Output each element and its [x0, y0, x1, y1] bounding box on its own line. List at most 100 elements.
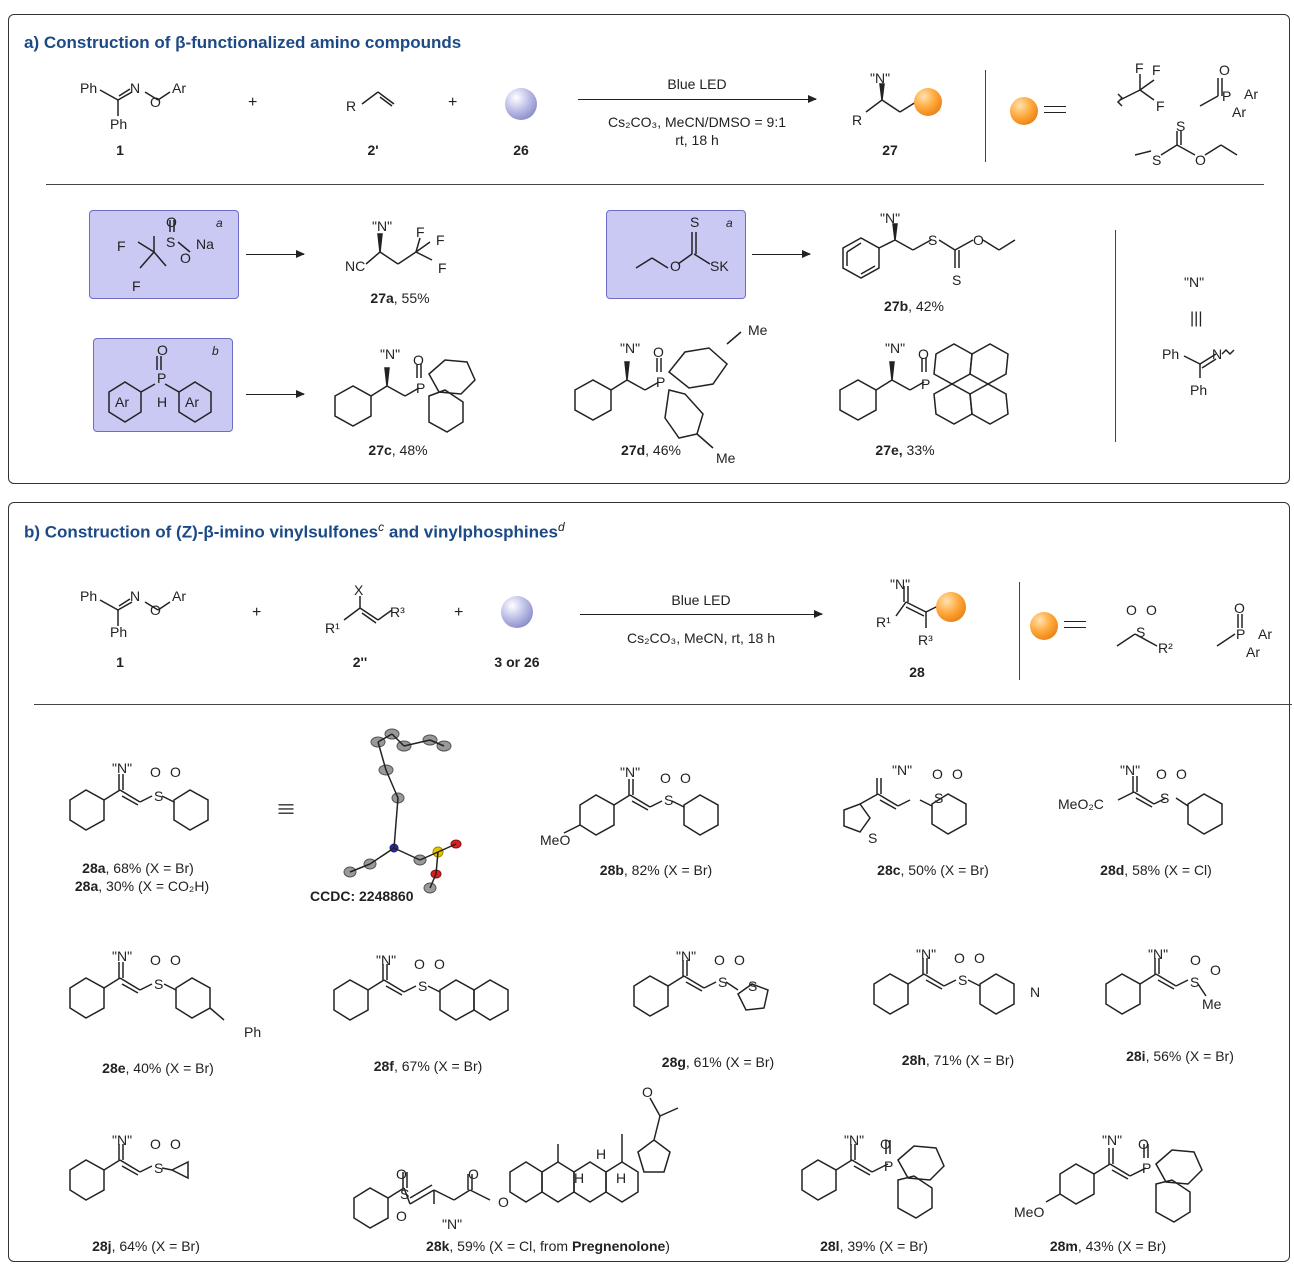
n-label: "N"	[380, 346, 401, 362]
atom-s: S	[1152, 152, 1162, 168]
product-28d-structure	[1117, 776, 1223, 835]
atom-s: S	[690, 214, 700, 230]
product-27d-structure	[574, 331, 742, 449]
atom-me: Me	[748, 322, 768, 338]
footnote-a: a	[216, 216, 223, 230]
equals-line	[1064, 621, 1086, 623]
condition-light: Blue LED	[671, 592, 731, 608]
footnote-a: a	[726, 216, 733, 230]
product-label-27e: 27e, 33%	[875, 442, 935, 458]
atom-n: N	[130, 80, 141, 96]
atom-s: S	[1176, 118, 1186, 134]
atom-ph: Ph	[80, 80, 98, 96]
divider	[34, 704, 1292, 706]
atom-o: O	[932, 766, 943, 782]
n-label: "N"	[916, 946, 937, 962]
reagent-box	[606, 210, 746, 299]
group-sphere	[1010, 97, 1038, 125]
product-label-28m: 28m, 43% (X = Br)	[1049, 1238, 1167, 1254]
atom-meo2c: MeO₂C	[1058, 796, 1104, 812]
product-27c-structure	[334, 359, 476, 433]
equals-line	[1064, 627, 1086, 629]
product-28b-structure	[563, 779, 719, 836]
atom-o: O	[1210, 962, 1221, 978]
atom-p: P	[1222, 88, 1232, 104]
atom-me: Me	[716, 450, 736, 466]
n-label: "N"	[112, 760, 133, 776]
atom-me: Me	[1202, 996, 1222, 1012]
compound-number: 2'	[367, 142, 379, 158]
atom-ph: Ph	[110, 624, 128, 640]
product-label-28e: 28e, 40% (X = Br)	[102, 1060, 214, 1076]
product-label-28a: 28a, 30% (X = CO₂H)	[74, 878, 210, 894]
n-label: "N"	[620, 340, 641, 356]
condition-reagents: Cs₂CO₃, MeCN, rt, 18 h	[626, 630, 776, 646]
product-28k-structure	[353, 1097, 679, 1229]
n-label: "N"	[844, 1132, 865, 1148]
atom-p: P	[1142, 1160, 1152, 1176]
atom-p: P	[921, 376, 931, 392]
atom-s: S	[1160, 790, 1170, 806]
product-label-28b: 28b, 82% (X = Br)	[599, 862, 713, 878]
atom-o: O	[170, 952, 181, 968]
atom-o: O	[1234, 600, 1245, 616]
atom-ph: Ph	[110, 116, 128, 132]
atom-o: O	[1195, 152, 1206, 168]
n-label: "N"	[1102, 1132, 1123, 1148]
product-28i-structure	[1105, 958, 1207, 1015]
reaction-arrow	[246, 248, 305, 260]
compound-number: 3 or 26	[494, 654, 540, 670]
reaction-arrow	[246, 388, 305, 400]
compound-number: 2''	[352, 654, 368, 670]
compound-number: 1	[116, 142, 124, 158]
atom-o: O	[952, 766, 963, 782]
atom-s: S	[952, 272, 962, 288]
atom-o: O	[150, 94, 161, 110]
atom-ar: Ar	[172, 588, 186, 604]
atom-s: S	[418, 978, 428, 994]
condition-time: rt, 18 h	[675, 132, 719, 148]
atom-s: S	[718, 974, 728, 990]
product-label-28f: 28f, 67% (X = Br)	[373, 1058, 483, 1074]
atom-s: S	[868, 830, 878, 846]
panel-b	[8, 502, 1290, 1262]
n-label: "N"	[1120, 762, 1141, 778]
atom-o: O	[880, 1136, 891, 1152]
atom-ph: Ph	[1190, 382, 1208, 398]
product-label-28k: 28k, 59% (X = Cl, from Pregnenolone)	[426, 1238, 670, 1254]
atom-n: N	[1212, 346, 1223, 362]
product-label-28j: 28j, 64% (X = Br)	[92, 1238, 200, 1254]
atom-h: H	[596, 1146, 607, 1162]
atom-o: O	[150, 952, 161, 968]
product-28m-structure	[1045, 1144, 1203, 1223]
atom-o: O	[670, 258, 681, 274]
atom-ar: Ar	[172, 80, 186, 96]
atom-o: O	[468, 1166, 479, 1182]
oxime-ester-structure	[99, 88, 171, 116]
atom-o: O	[150, 764, 161, 780]
product-28h-structure	[873, 958, 1015, 1015]
product-28g-structure	[633, 960, 769, 1017]
product-label-27b: 27b, 42%	[884, 298, 944, 314]
product-28a-structure	[69, 774, 209, 831]
atom-s: S	[748, 978, 758, 994]
atom-meo: MeO	[540, 832, 571, 848]
reaction-arrow	[752, 248, 811, 260]
n-label: "N"	[112, 1132, 133, 1148]
panel-a	[8, 14, 1290, 484]
crystal-structure-image	[343, 728, 462, 894]
plus-sign: +	[454, 604, 464, 621]
atom-r1: R¹	[876, 614, 891, 630]
atom-p: P	[1236, 626, 1246, 642]
radical-sphere	[505, 88, 537, 120]
n-label: "N"	[885, 340, 906, 356]
product-label-28i: 28i, 56% (X = Br)	[1126, 1048, 1234, 1064]
product-label-27c: 27c, 48%	[368, 442, 428, 458]
atom-s: S	[166, 234, 176, 250]
atom-p: P	[656, 374, 666, 390]
atom-r1: R¹	[325, 620, 340, 636]
product-28c-structure	[843, 778, 967, 835]
atom-o: O	[396, 1166, 407, 1182]
triflinate-structure	[137, 220, 191, 269]
panel-b-title: b) Construction of (Z)-β-imino vinylsulf…	[24, 520, 565, 542]
